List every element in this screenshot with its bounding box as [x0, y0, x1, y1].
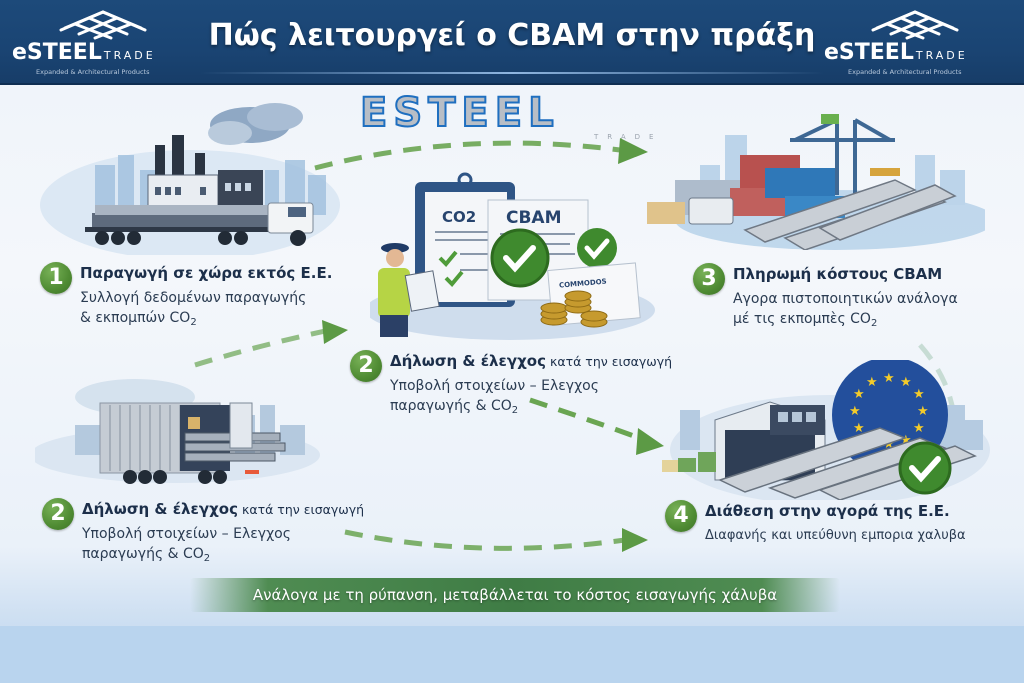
bottom-band — [0, 626, 1024, 683]
arrowhead-icon — [322, 320, 348, 344]
summary-banner: Ανάλογα με τη ρύπανση, μεταβάλλεται το κ… — [190, 578, 840, 612]
step-title: Δήλωση & έλεγχος κατά την εισαγωγή — [390, 352, 673, 370]
arrowhead-icon — [622, 528, 648, 552]
svg-text:★: ★ — [883, 371, 895, 386]
svg-text:★: ★ — [913, 421, 925, 436]
step-description: Αγορα πιστοποιητικών ανάλογα μέ τις εκπο… — [733, 291, 958, 329]
step-number-badge: 1 — [40, 262, 72, 294]
step-number-badge: 2 — [42, 498, 74, 530]
step-number-badge: 2 — [350, 350, 382, 382]
step-number-badge: 3 — [693, 263, 725, 295]
step-description: Διαφανής και υπεύθυνη εμπορια χαλυβα — [705, 528, 966, 543]
svg-text:★: ★ — [849, 404, 861, 419]
svg-text:★: ★ — [883, 437, 895, 452]
cbam-doc-label: CBAM — [506, 208, 562, 228]
arrowhead-icon — [636, 428, 664, 455]
svg-text:★: ★ — [917, 404, 929, 419]
port-containers-illustration — [647, 114, 985, 250]
customs-inspection-illustration: CO2 CBAM COMMODOS — [370, 172, 655, 340]
brand-tagline: Expanded & Architectural Products — [36, 68, 150, 76]
step-title: Παραγωγή σε χώρα εκτός Ε.Ε. — [80, 264, 333, 282]
arrow-2b-to-4 — [344, 529, 626, 551]
brand-tagline: Expanded & Architectural Products — [848, 68, 962, 76]
step-description: Συλλογή δεδομένων παραγωγής & εκπομπών C… — [80, 290, 307, 328]
svg-text:★: ★ — [853, 387, 865, 402]
center-steel-logo: ESTEEL TRADE — [359, 89, 663, 141]
arrow-1-to-3 — [314, 140, 621, 171]
factory-truck-illustration — [40, 103, 340, 255]
step-title: Δήλωση & έλεγχος κατά την εισαγωγή — [82, 500, 365, 518]
svg-text:★: ★ — [866, 375, 878, 390]
eu-market-illustration: ★★★★★★ ★★★★★★ — [662, 360, 990, 500]
step-number-badge: 4 — [665, 500, 697, 532]
roof-grid-icon — [59, 10, 147, 40]
arrowhead-icon — [618, 138, 648, 164]
customs-officer-icon — [378, 243, 440, 337]
svg-text:★: ★ — [853, 421, 865, 436]
svg-text:★: ★ — [900, 433, 912, 448]
title-underline — [200, 72, 824, 74]
steel-truck-illustration — [35, 379, 320, 484]
page-title: Πώς λειτουργεί ο CBAM στην πράξη — [208, 18, 816, 53]
roof-grid-icon — [871, 10, 959, 40]
checkmark-badge-icon — [577, 228, 617, 268]
step-title: Πληρωμή κόστους CBAM — [733, 265, 943, 283]
step-description: Υποβολή στοιχείων – Ελεγχος παραγωγής & … — [390, 378, 599, 416]
arrow-2-to-4 — [529, 397, 646, 443]
svg-text:★: ★ — [900, 375, 912, 390]
step-description: Υποβολή στοιχείων – Ελεγχος παραγωγής & … — [82, 526, 291, 564]
arrow-1-to-2 — [194, 327, 331, 368]
checkmark-badge-icon — [898, 441, 952, 495]
step-title: Διάθεση στην αγορά της Ε.Ε. — [705, 502, 950, 520]
svg-text:★: ★ — [913, 387, 925, 402]
co2-doc-label: CO2 — [442, 208, 476, 226]
